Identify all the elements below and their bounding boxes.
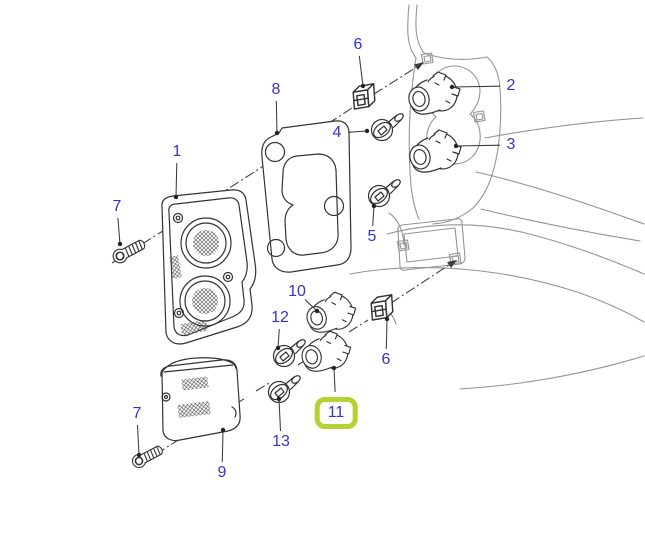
leader-dot-7 xyxy=(136,452,142,458)
leader-dot-6 xyxy=(360,83,366,89)
bumper-front-edge xyxy=(349,267,645,323)
leader-dot-6 xyxy=(384,316,390,322)
leader-line-7 xyxy=(117,217,121,245)
leader-dot-7 xyxy=(117,241,123,247)
leader-line-6 xyxy=(385,318,388,350)
leader-dot-9 xyxy=(220,427,226,433)
part-callout-8[interactable]: 8 xyxy=(271,81,281,98)
part-callout-1[interactable]: 1 xyxy=(172,143,182,160)
part-callout-10[interactable]: 10 xyxy=(288,283,306,300)
leader-line-2 xyxy=(451,85,501,88)
tailgate-top-edge xyxy=(423,52,488,60)
bumper-seam-curve xyxy=(480,208,641,242)
axis-arrowhead-upper xyxy=(414,62,424,70)
bumper-left-corner xyxy=(388,212,405,246)
leader-line-6 xyxy=(358,55,364,87)
part-callout-3[interactable]: 3 xyxy=(506,136,516,153)
panel-right-edge xyxy=(432,56,502,225)
pillar-edge-left xyxy=(407,4,417,59)
leader-dot-4 xyxy=(364,128,370,134)
part-callout-9[interactable]: 9 xyxy=(217,464,227,481)
leader-line-9 xyxy=(221,429,224,463)
leader-line-13 xyxy=(278,398,282,432)
pillar-edge-right xyxy=(415,4,425,54)
part-callout-5[interactable]: 5 xyxy=(367,228,377,245)
part-callout-6[interactable]: 6 xyxy=(381,351,391,368)
bumper-top-edge xyxy=(386,224,645,275)
leader-line-3 xyxy=(455,144,501,147)
leader-dot-8 xyxy=(274,130,280,136)
part-callout-11-highlighted[interactable]: 11 xyxy=(314,397,358,429)
part-callout-12[interactable]: 12 xyxy=(271,309,289,326)
leader-dot-3 xyxy=(453,143,459,149)
leader-dot-5 xyxy=(371,203,377,209)
leader-line-4 xyxy=(347,130,368,133)
axis-arrowhead-lower xyxy=(447,260,457,268)
part-callout-4[interactable]: 4 xyxy=(332,124,342,141)
license-recess-outer xyxy=(397,218,466,271)
fender-curve xyxy=(484,117,644,139)
part-8-gasket xyxy=(261,120,352,273)
part-callout-7[interactable]: 7 xyxy=(132,405,142,422)
leader-line-12 xyxy=(277,328,280,349)
leader-line-10 xyxy=(304,299,318,312)
leader-line-7 xyxy=(136,424,140,456)
part-callout-2[interactable]: 2 xyxy=(506,77,516,94)
leader-line-8 xyxy=(275,100,278,134)
leader-dot-10 xyxy=(314,308,320,314)
leader-layer xyxy=(117,55,501,463)
part-callout-13[interactable]: 13 xyxy=(272,433,290,450)
bumper-bottom-edge xyxy=(459,355,645,390)
leader-dot-12 xyxy=(275,345,281,351)
panel-left-edge xyxy=(408,57,420,220)
part-9-lower-lens xyxy=(160,357,241,442)
leader-line-5 xyxy=(372,205,375,227)
body-seam-curve xyxy=(475,171,645,225)
leader-dot-11 xyxy=(331,365,337,371)
part-1-tail-lamp xyxy=(161,189,257,345)
leader-dot-2 xyxy=(449,84,455,90)
leader-dot-1 xyxy=(173,194,179,200)
leader-dot-13 xyxy=(276,396,282,402)
part-callout-6[interactable]: 6 xyxy=(353,36,363,53)
leader-line-1 xyxy=(175,162,178,198)
leader-line-11 xyxy=(333,367,336,393)
part-callout-7[interactable]: 7 xyxy=(112,198,122,215)
